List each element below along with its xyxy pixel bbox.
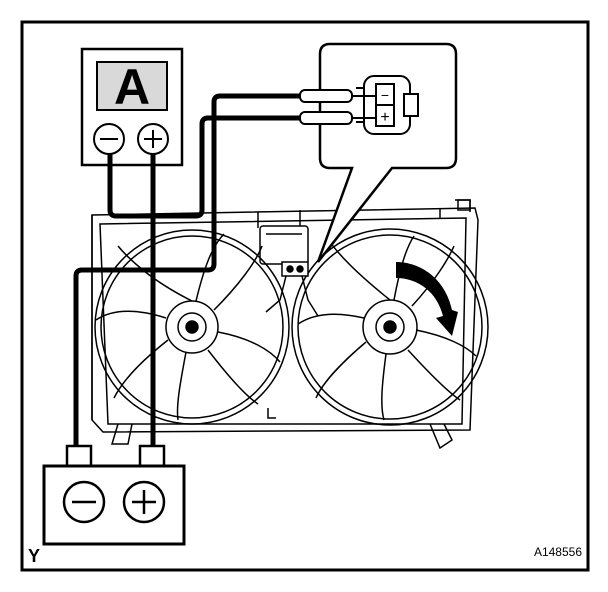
wire-probe-to-battery bbox=[73, 93, 221, 448]
right-fan bbox=[291, 228, 489, 426]
connector-icon bbox=[356, 75, 419, 135]
connector-pin-negative: − bbox=[381, 87, 389, 103]
connector-pin-positive: + bbox=[380, 109, 389, 126]
figure-id: A148556 bbox=[534, 545, 582, 559]
corner-label: Y bbox=[28, 546, 40, 566]
left-fan bbox=[94, 229, 290, 425]
rotation-arrow-icon bbox=[396, 262, 458, 336]
motor-connector bbox=[265, 261, 319, 317]
probe-leads bbox=[206, 89, 376, 125]
shroud-brackets bbox=[110, 408, 453, 450]
battery-icon bbox=[42, 444, 186, 546]
fan-shroud bbox=[91, 199, 479, 433]
wire-meter-negative bbox=[107, 115, 220, 219]
ammeter-icon bbox=[80, 47, 184, 167]
ammeter-letter: A bbox=[114, 59, 150, 115]
